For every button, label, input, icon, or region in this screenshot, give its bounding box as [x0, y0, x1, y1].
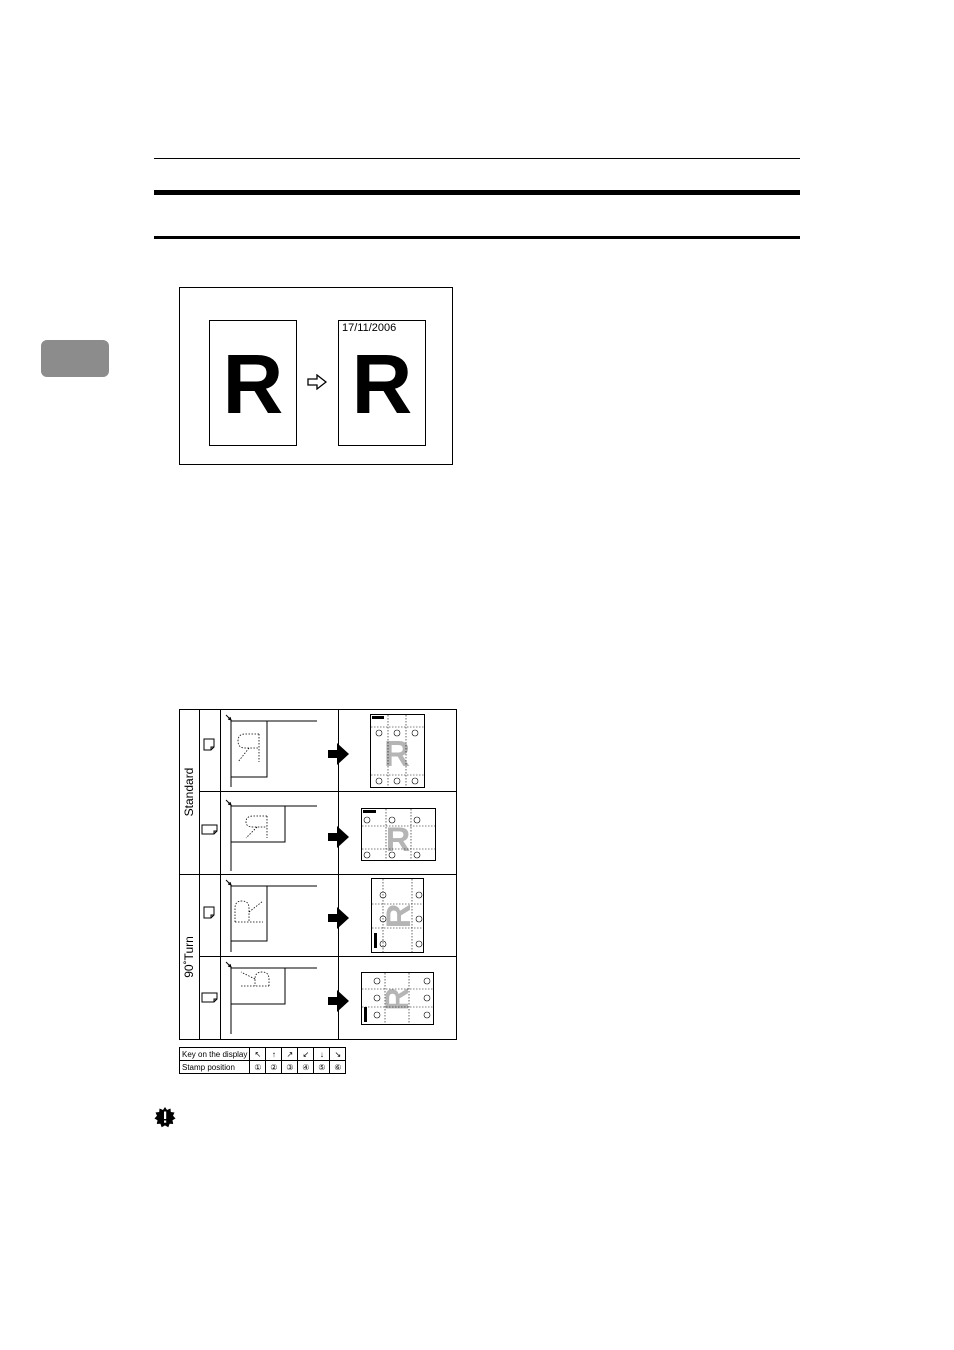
position-5: ⑤	[314, 1061, 330, 1074]
key-up-right-icon: ↗	[282, 1048, 298, 1061]
result-arrow-icon	[328, 990, 349, 1012]
key-down-left-icon: ↙	[298, 1048, 314, 1061]
original-letter: R	[210, 339, 296, 429]
position-4: ④	[298, 1061, 314, 1074]
portrait-original-icon	[204, 739, 214, 750]
key-up-left-icon: ↖	[250, 1048, 266, 1061]
rotated-r-outline	[241, 972, 269, 986]
original-page: R	[209, 320, 297, 446]
landscape-original-icon	[202, 993, 217, 1002]
stamped-page: 17/11/2006 R	[338, 320, 426, 446]
section-rule-bottom	[154, 236, 800, 239]
mirrored-r-outline	[246, 816, 267, 838]
position-row-label: Stamp position	[180, 1061, 250, 1074]
position-1: ①	[250, 1061, 266, 1074]
key-down-icon: ↓	[314, 1048, 330, 1061]
header-rule-thin	[154, 158, 800, 159]
group-label-standard: Standard	[182, 768, 196, 817]
position-row: Stamp position ① ② ③ ④ ⑤ ⑥	[180, 1061, 346, 1074]
result-arrow-icon	[328, 743, 349, 765]
key-row-label: Key on the display	[180, 1048, 250, 1061]
result-arrow-icon	[328, 907, 349, 929]
position-6: ⑥	[330, 1061, 346, 1074]
stamp-key-table: Key on the display ↖ ↑ ↗ ↙ ↓ ↘ Stamp pos…	[179, 1047, 346, 1074]
position-3: ③	[282, 1061, 298, 1074]
chapter-tab	[41, 340, 109, 377]
stamp-position-figure: Standard 90˚Turn	[179, 709, 457, 1040]
position-2: ②	[266, 1061, 282, 1074]
result-page-turn-landscape: R	[362, 973, 434, 1025]
stamped-letter: R	[339, 339, 425, 429]
open-arrow-right-icon	[307, 374, 327, 390]
date-stamp-figure: R 17/11/2006 R	[179, 287, 453, 465]
important-icon	[154, 1106, 176, 1128]
group-label-90-turn: 90˚Turn	[182, 936, 196, 978]
key-down-right-icon: ↘	[330, 1048, 346, 1061]
glass-diagram-standard-landscape	[226, 800, 317, 871]
result-page-standard-portrait: R	[371, 715, 425, 788]
landscape-original-icon	[202, 825, 217, 834]
result-page-standard-landscape: R	[362, 809, 436, 861]
portrait-original-icon	[204, 907, 214, 918]
key-row: Key on the display ↖ ↑ ↗ ↙ ↓ ↘	[180, 1048, 346, 1061]
glass-diagram-turn-portrait	[226, 880, 317, 952]
rotated-r-outline	[235, 901, 263, 922]
result-page-turn-portrait: R	[372, 879, 424, 953]
section-rule-thick	[154, 190, 800, 195]
key-up-icon: ↑	[266, 1048, 282, 1061]
result-arrow-icon	[328, 826, 349, 848]
mirrored-r-outline	[238, 734, 259, 762]
date-stamp-text: 17/11/2006	[342, 322, 396, 334]
glass-diagram-standard-portrait	[226, 715, 317, 787]
glass-diagram-turn-landscape	[226, 962, 317, 1034]
